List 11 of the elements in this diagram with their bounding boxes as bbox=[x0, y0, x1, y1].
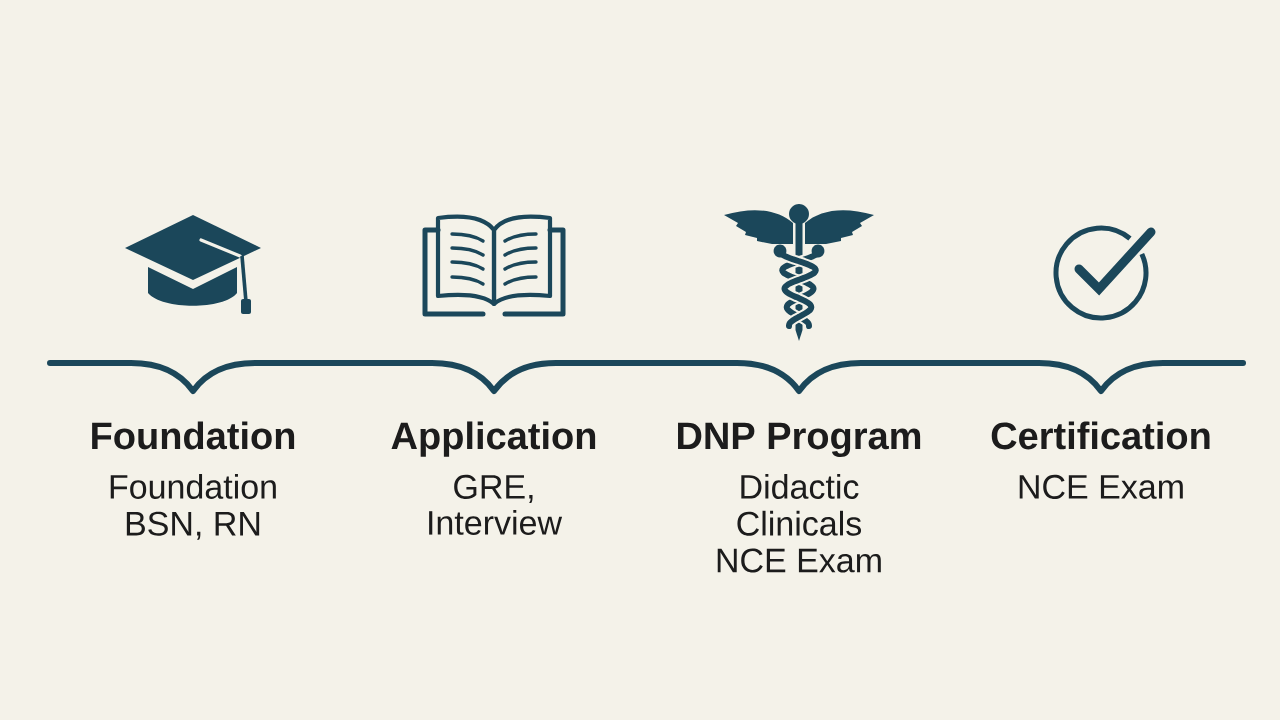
stage-detail: Didactic bbox=[741, 474, 859, 499]
stage-title: Application bbox=[391, 421, 596, 457]
stage-detail: BSN, RN bbox=[126, 511, 260, 540]
stage-detail: NCE Exam bbox=[1019, 474, 1183, 499]
stage-title: DNP Program bbox=[678, 422, 921, 458]
stage-title: Certification bbox=[991, 421, 1210, 450]
stage-detail: Clinicals bbox=[737, 510, 862, 536]
stage-detail: GRE, Interview bbox=[429, 474, 563, 535]
stage-detail: Foundation bbox=[110, 474, 276, 499]
stage-title: Foundation bbox=[92, 421, 295, 450]
stage-detail: NCE Exam bbox=[717, 548, 881, 573]
